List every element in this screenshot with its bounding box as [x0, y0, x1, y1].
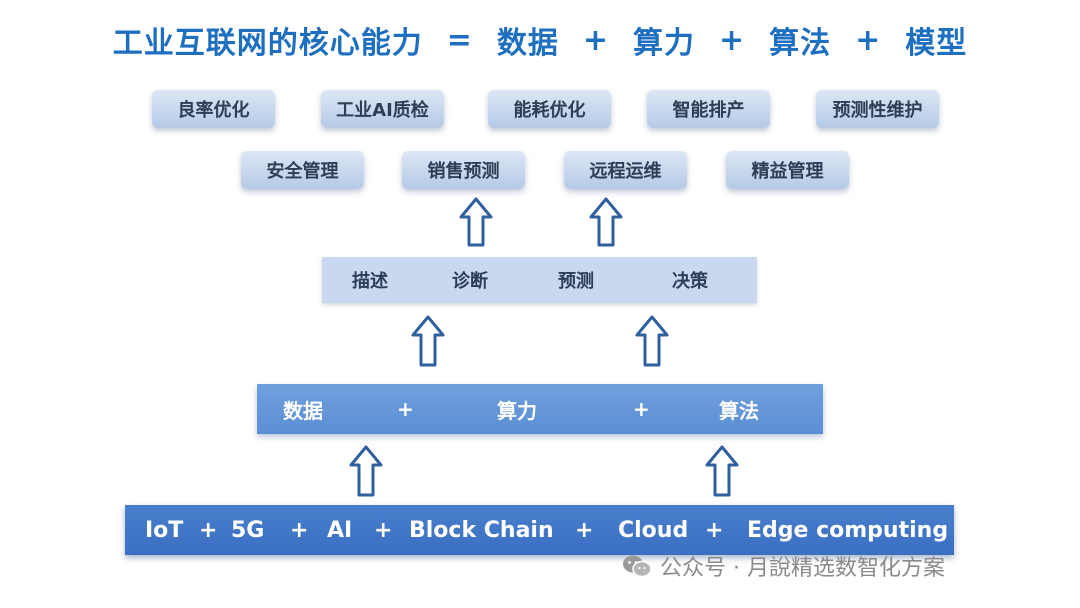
tech-plus-1: +	[199, 517, 218, 543]
up-arrow-icon	[411, 315, 445, 367]
tech-iot: IoT	[145, 517, 184, 543]
app-energy-optimization: 能耗优化	[488, 90, 611, 128]
app-yield-optimization: 良率优化	[152, 90, 275, 128]
core-data: 数据	[283, 398, 323, 423]
tech-plus-5: +	[705, 517, 724, 543]
tech-cloud: Cloud	[618, 517, 689, 543]
core-compute: 算力	[497, 398, 537, 423]
up-arrow-icon	[705, 445, 739, 497]
analysis-decide: 决策	[672, 271, 708, 292]
title-plus-1: +	[582, 22, 609, 58]
analysis-diagnose: 诊断	[452, 271, 488, 292]
tech-5g: 5G	[231, 517, 265, 543]
core-algorithm: 算法	[719, 398, 759, 423]
tech-ai: AI	[327, 517, 353, 543]
up-arrow-icon	[635, 315, 669, 367]
wechat-icon	[623, 555, 652, 578]
app-remote-operation: 远程运维	[564, 151, 687, 189]
tech-edge-computing: Edge computing	[747, 517, 949, 543]
title-model: 模型	[905, 26, 968, 61]
watermark-text: 公众号 · 月說精选数智化方案	[660, 556, 945, 581]
app-predictive-maintenance: 预测性维护	[816, 90, 939, 128]
title-plus-3: +	[855, 22, 882, 58]
tech-plus-4: +	[575, 517, 594, 543]
analysis-predict: 预测	[558, 271, 594, 292]
tech-blockchain: Block Chain	[409, 517, 554, 543]
core-capability-bar: 数据 + 算力 + 算法	[257, 384, 823, 434]
watermark: 公众号 · 月說精选数智化方案	[622, 550, 945, 582]
analysis-describe: 描述	[352, 271, 388, 292]
app-ai-inspection: 工业AI质检	[321, 90, 444, 128]
analysis-bar: 描述 诊断 预测 决策	[322, 257, 757, 303]
title-equals: =	[446, 22, 473, 58]
title-text: 工业互联网的核心能力	[112, 26, 423, 61]
title-compute: 算力	[633, 26, 695, 61]
tech-plus-2: +	[290, 517, 309, 543]
main-title: 工业互联网的核心能力 = 数据 + 算力 + 算法 + 模型	[0, 18, 1080, 62]
title-plus-2: +	[719, 22, 746, 58]
title-data: 数据	[496, 26, 559, 61]
core-plus-2: +	[633, 397, 650, 421]
app-sales-forecast: 销售预测	[402, 151, 525, 189]
up-arrow-icon	[589, 197, 623, 247]
app-lean-management: 精益管理	[726, 151, 849, 189]
app-safety-management: 安全管理	[241, 151, 364, 189]
core-plus-1: +	[397, 397, 414, 421]
title-algorithm: 算法	[769, 26, 832, 61]
up-arrow-icon	[349, 445, 383, 497]
technology-bar: IoT + 5G + AI + Block Chain + Cloud + Ed…	[125, 505, 954, 555]
up-arrow-icon	[459, 197, 493, 247]
app-smart-scheduling: 智能排产	[647, 90, 770, 128]
tech-plus-3: +	[374, 517, 393, 543]
